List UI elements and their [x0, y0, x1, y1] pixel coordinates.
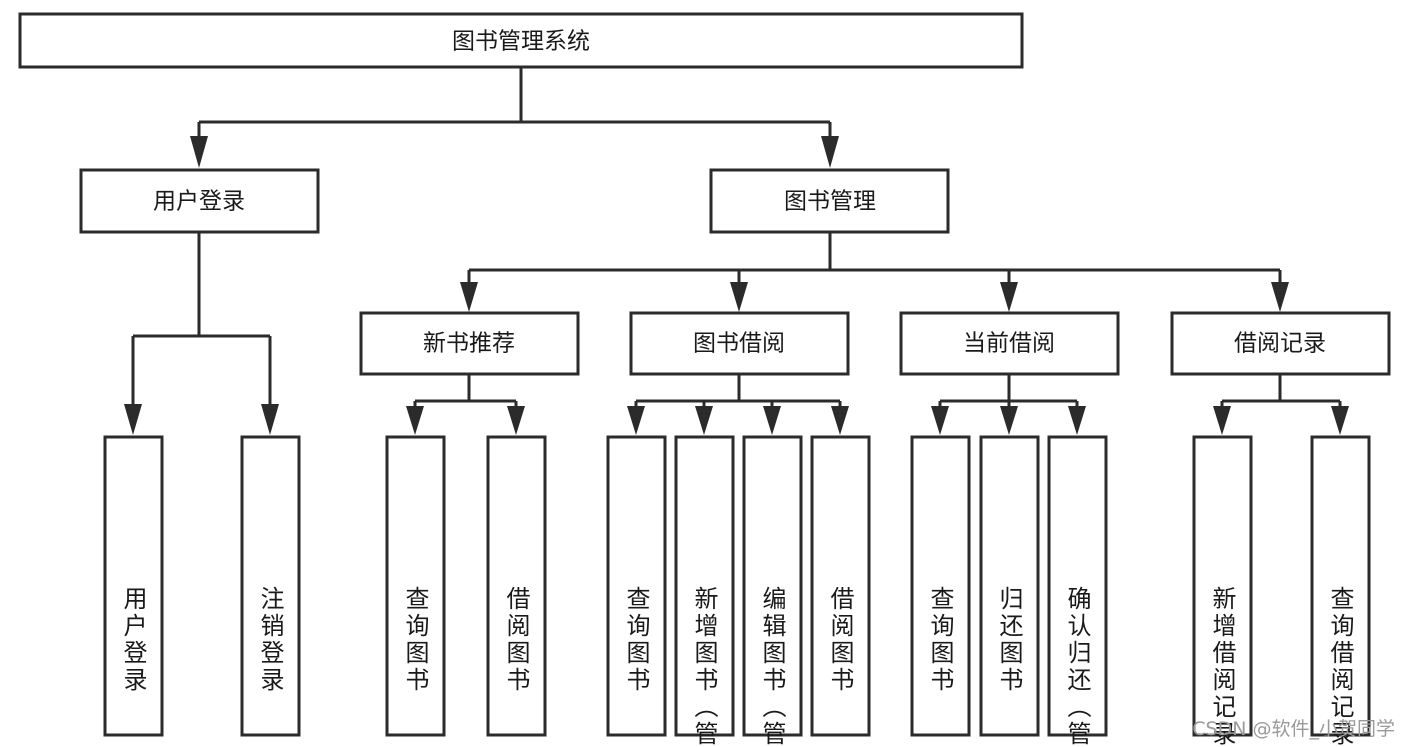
leaf-box — [1192, 435, 1253, 737]
connector-group-current-borrow — [931, 374, 1086, 435]
leaf-node-new-book-1[interactable]: 借阅图书 — [486, 435, 547, 737]
arrow-head-icon — [730, 282, 748, 312]
leaf-box — [486, 435, 547, 737]
node-root-system[interactable]: 图书管理系统 — [18, 12, 1024, 69]
arrow-head-icon — [1000, 282, 1018, 312]
node-book-management-label: 图书管理 — [784, 189, 876, 215]
node-book-borrow[interactable]: 图书借阅 — [629, 311, 850, 376]
connector-group-book-borrow — [627, 374, 849, 435]
leaf-node-user-login-1[interactable]: 注销登录 — [240, 435, 301, 737]
leaf-node-book-borrow-2[interactable]: 编辑图书（管理员） — [742, 435, 803, 747]
leaf-box — [810, 435, 871, 737]
node-current-borrow-label: 当前借阅 — [963, 331, 1055, 357]
arrow-head-icon — [124, 404, 142, 435]
connector-group-book-mgmt — [460, 232, 1289, 312]
leaf-node-user-login-0[interactable]: 用户登录 — [103, 435, 164, 737]
node-user-login[interactable]: 用户登录 — [79, 168, 320, 234]
leaf-box — [103, 435, 164, 737]
leaf-label: 查询图书 — [926, 586, 954, 694]
node-borrow-record[interactable]: 借阅记录 — [1170, 311, 1391, 376]
connector-group-new-book — [406, 374, 525, 435]
leaf-label: 借阅图书 — [826, 586, 854, 694]
leaf-label: 新增图书（管理员） — [690, 586, 718, 747]
leaf-label: 归还图书 — [995, 586, 1023, 694]
leaf-label: 查询图书 — [622, 586, 650, 694]
leaf-node-current-borrow-2[interactable]: 确认归还（管理员） — [1047, 435, 1108, 747]
leaf-node-book-borrow-3[interactable]: 借阅图书 — [810, 435, 871, 737]
leaf-box — [910, 435, 971, 737]
node-new-book-recommend-label: 新书推荐 — [423, 331, 515, 357]
leaf-node-borrow-record-0[interactable]: 新增借阅记录 — [1192, 435, 1253, 747]
arrow-head-icon — [627, 406, 645, 435]
leaf-box — [674, 435, 735, 737]
leaf-box — [979, 435, 1040, 737]
node-book-management-box — [709, 168, 950, 234]
arrow-head-icon — [931, 406, 949, 435]
node-root-label: 图书管理系统 — [452, 29, 590, 55]
arrow-head-icon — [1271, 282, 1289, 312]
node-book-borrow-box — [629, 311, 850, 376]
leaf-label: 确认归还（管理员） — [1063, 586, 1091, 747]
leaf-box — [1047, 435, 1108, 737]
leaf-box — [240, 435, 301, 737]
leaf-label: 查询借阅记录 — [1326, 586, 1354, 747]
leaf-box — [385, 435, 446, 737]
arrow-head-icon — [763, 406, 781, 435]
arrow-head-icon — [1000, 406, 1018, 435]
leaf-node-book-borrow-0[interactable]: 查询图书 — [606, 435, 667, 737]
node-current-borrow[interactable]: 当前借阅 — [899, 311, 1120, 376]
node-new-book-recommend[interactable]: 新书推荐 — [359, 311, 580, 376]
leaf-box — [742, 435, 803, 737]
arrow-head-icon — [821, 136, 839, 168]
arrow-head-icon — [406, 406, 424, 435]
leaf-box — [606, 435, 667, 737]
leaf-label: 新增借阅记录 — [1208, 586, 1236, 747]
node-current-borrow-box — [899, 311, 1120, 376]
connector-group-root — [190, 67, 839, 168]
connector-group-user-login — [124, 232, 279, 435]
arrow-head-icon — [1213, 406, 1231, 435]
arrow-head-icon — [190, 136, 208, 168]
leaf-node-current-borrow-0[interactable]: 查询图书 — [910, 435, 971, 737]
leaf-label: 注销登录 — [256, 586, 284, 694]
arrow-head-icon — [261, 404, 279, 435]
node-user-login-label: 用户登录 — [153, 189, 245, 215]
arrow-head-icon — [1331, 406, 1349, 435]
arrow-head-icon — [1068, 406, 1086, 435]
leaf-node-book-borrow-1[interactable]: 新增图书（管理员） — [674, 435, 735, 747]
node-book-borrow-label: 图书借阅 — [693, 331, 785, 357]
arrow-head-icon — [460, 282, 478, 312]
leaf-node-borrow-record-1[interactable]: 查询借阅记录 — [1310, 435, 1371, 747]
leaf-label: 用户登录 — [119, 586, 147, 694]
node-book-management[interactable]: 图书管理 — [709, 168, 950, 234]
leaf-box — [1310, 435, 1371, 737]
node-user-login-box — [79, 168, 320, 234]
node-new-book-recommend-box — [359, 311, 580, 376]
leaf-label: 查询图书 — [401, 586, 429, 694]
arrow-head-icon — [831, 406, 849, 435]
leaf-label: 借阅图书 — [502, 586, 530, 694]
node-root-box — [18, 12, 1024, 69]
connector-group-borrow-record — [1213, 374, 1349, 435]
node-borrow-record-box — [1170, 311, 1391, 376]
arrow-head-icon — [695, 406, 713, 435]
leaf-node-new-book-0[interactable]: 查询图书 — [385, 435, 446, 737]
node-borrow-record-label: 借阅记录 — [1234, 331, 1326, 357]
leaf-label: 编辑图书（管理员） — [758, 586, 786, 747]
csdn-watermark: CSDN @软件_小贺同学 — [1192, 718, 1395, 740]
leaf-node-current-borrow-1[interactable]: 归还图书 — [979, 435, 1040, 737]
arrow-head-icon — [507, 406, 525, 435]
